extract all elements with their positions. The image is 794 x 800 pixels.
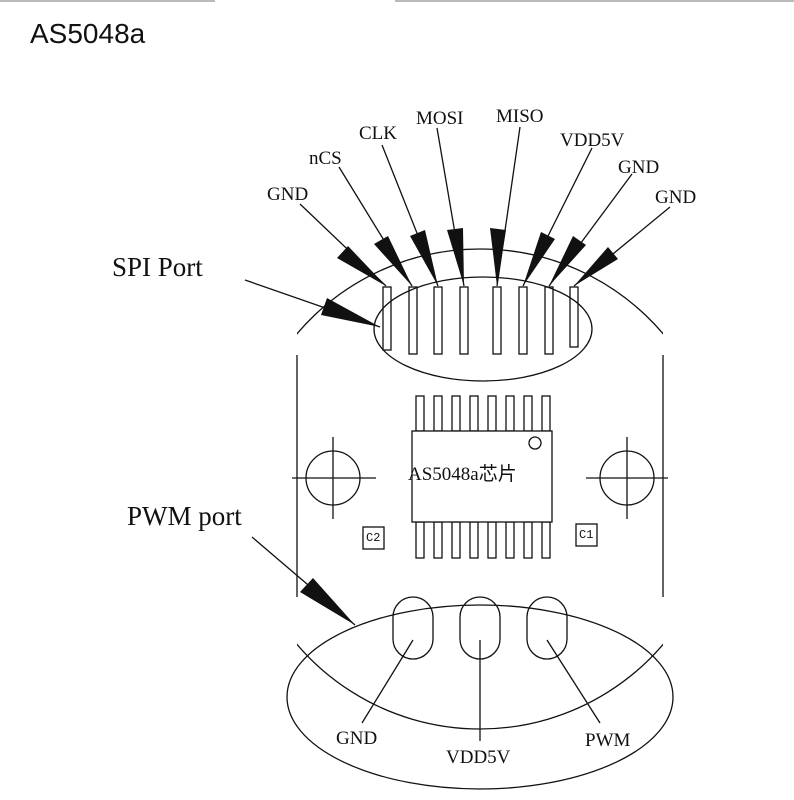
spi-pin-label-vdd5v: VDD5V [560, 130, 625, 151]
pwm-pad-pwm [526, 596, 568, 660]
pwm-pin-label-vdd5v: VDD5V [446, 747, 511, 768]
spi-port-label: SPI Port [112, 252, 203, 282]
capacitor-c1-label: C1 [579, 528, 593, 542]
mounting-hole-right [586, 437, 668, 519]
spi-pin-label-mosi: MOSI [416, 108, 464, 129]
mounting-hole-left [292, 437, 376, 519]
pwm-pad-gnd [392, 596, 434, 660]
capacitor-c1-box [575, 523, 598, 547]
chip-label: AS5048a芯片 [408, 463, 517, 485]
pwm-port-ellipse [286, 604, 674, 790]
spi-pin-label-ncs: nCS [309, 148, 342, 169]
spi-header-pins [382, 286, 579, 355]
pwm-port-label: PWM port [127, 501, 242, 531]
board-outline [296, 248, 664, 730]
pwm-port-arrow [300, 578, 355, 625]
spi-pin-leaders [299, 126, 671, 287]
spi-pin-label-gnd-2: GND [618, 157, 659, 178]
diagram-title: AS5048a [30, 18, 146, 49]
top-border-right [395, 0, 794, 2]
capacitor-c2-box [362, 526, 385, 550]
pwm-pin-label-gnd: GND [336, 728, 377, 749]
spi-pin-label-gnd: GND [267, 184, 308, 205]
spi-port-arrow [321, 298, 380, 327]
spi-pin-label-gnd-3: GND [655, 187, 696, 208]
top-border-left [0, 0, 215, 2]
spi-pin-label-miso: MISO [496, 106, 544, 127]
pwm-pin-label-pwm: PWM [585, 730, 631, 751]
spi-port-ellipse [373, 276, 593, 382]
spi-pin-label-clk: CLK [359, 123, 397, 144]
chip-package [411, 395, 553, 559]
capacitor-c2-label: C2 [366, 531, 380, 545]
